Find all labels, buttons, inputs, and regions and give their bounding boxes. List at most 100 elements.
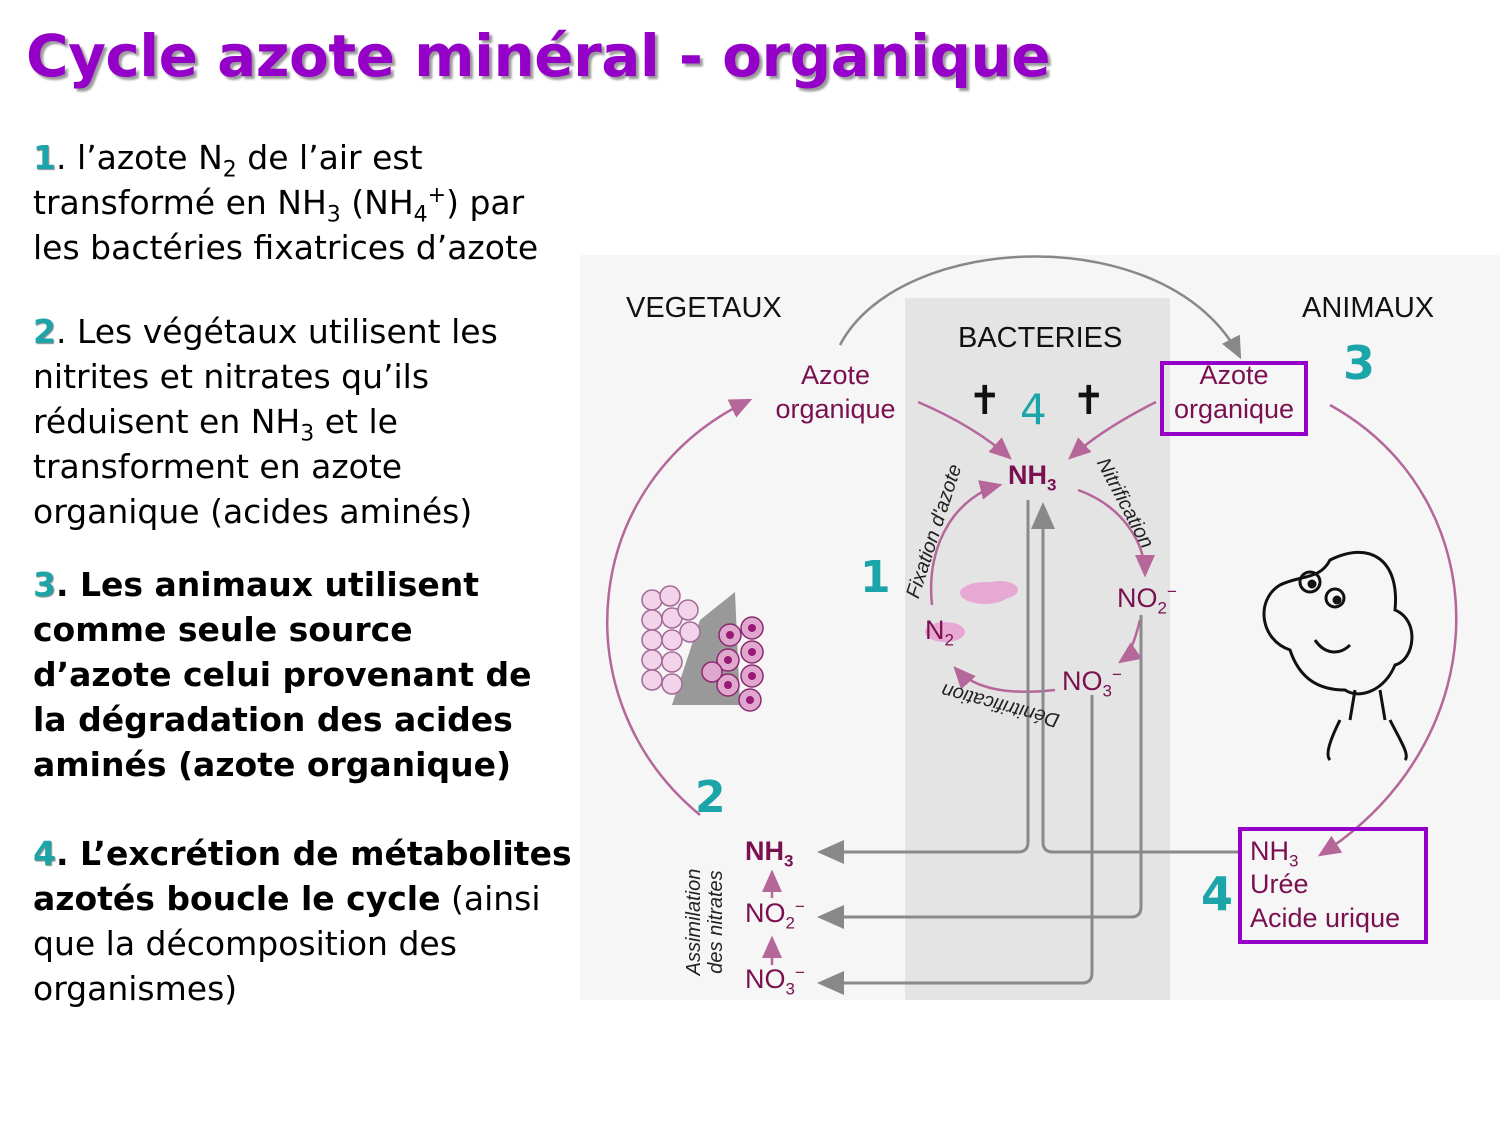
excretion-arc-arrow (1317, 403, 1458, 857)
text-line: aminés (azote organique) (33, 742, 531, 787)
subscript: 2 (222, 157, 237, 183)
text-segment: de l’air est (236, 138, 423, 177)
text-segment: . Les végétaux utilisent les (55, 312, 498, 351)
text-line: transforment en azote (33, 444, 498, 489)
text-segment: (ainsi (440, 879, 541, 918)
text-line: que la décomposition des (33, 921, 572, 966)
item-number: 3 (33, 565, 56, 604)
superscript: + (427, 183, 447, 208)
subscript: 3 (300, 421, 315, 447)
text-segment: les bactéries fixatrices d’azote (33, 228, 539, 267)
formula: NH (745, 836, 784, 866)
animal-nh3-to-bacteria-line (1031, 502, 1238, 854)
label-line: des nitrates (705, 870, 727, 974)
subscript: 2 (1157, 598, 1167, 618)
text-line: organismes) (33, 966, 572, 1011)
subscript: 3 (1102, 681, 1112, 701)
nh3-bacteria: NH3 (1008, 460, 1056, 493)
animal-organic-nitrogen: Azote organique (1163, 358, 1305, 426)
subscript: 3 (326, 202, 341, 228)
bacteria-nh3-to-plants-line (817, 500, 1030, 864)
animal-decomposition-arrow (1068, 400, 1157, 460)
item-number: 2 (33, 312, 56, 351)
bacteria-illustration (925, 581, 1018, 642)
text-line: 4. L’excrétion de métabolites (33, 831, 572, 876)
formula: NH (1008, 460, 1047, 490)
text-line: 1. l’azote N2 de l’air est (33, 135, 538, 183)
marker-2: 2 (695, 772, 726, 823)
nitrification-arrow-2 (1117, 619, 1143, 664)
vegetaux-label: VEGETAUX (626, 292, 782, 324)
text-line: la dégradation des acides (33, 697, 531, 742)
formula: NO (1117, 583, 1158, 613)
text-line: d’azote celui provenant de (33, 652, 531, 697)
text-line: azotés boucle le cycle (ainsi (33, 876, 572, 921)
assimilation-arc-arrow (606, 398, 753, 816)
subscript: 3 (1289, 851, 1299, 871)
cartoon-animal-illustration (1262, 550, 1414, 762)
no2-bacteria: NO2− (1117, 583, 1177, 618)
formula: NO (745, 964, 786, 994)
text-segment: d’azote celui provenant de (33, 655, 532, 694)
text-line: 3. Les animaux utilisent (33, 562, 531, 607)
superscript: − (794, 963, 805, 982)
text-line: comme seule source (33, 607, 531, 652)
n2-label: N2 (925, 615, 954, 650)
subscript: 2 (785, 913, 795, 933)
text-segment: que la décomposition des (33, 924, 457, 963)
text-segment: la dégradation des acides (33, 700, 513, 739)
text-segment: . L’excrétion de métabolites (55, 834, 572, 873)
text-segment: (NH (340, 183, 414, 222)
plant-decomposition-arrow (917, 400, 1012, 460)
fixation-arrow (929, 480, 1003, 606)
death-cross-icon: ✝ (1072, 379, 1106, 423)
label-line: Assimilation (683, 868, 705, 976)
nh3-excretion: NH3 (1250, 836, 1299, 871)
no3-plants: NO3− (745, 963, 805, 997)
marker-4-bottom: 4 (1201, 867, 1234, 921)
slide-title: Cycle azote minéral - organique (26, 22, 1051, 90)
marker-4-top: 4 (1020, 385, 1047, 434)
plant-organic-nitrogen: Azote organique (768, 358, 903, 426)
text-segment: aminés (azote organique) (33, 745, 512, 784)
uree-label: Urée (1250, 869, 1309, 899)
text-segment: réduisent en NH (33, 402, 301, 441)
text-segment: azotés boucle le cycle (33, 879, 441, 918)
subscript: 2 (944, 630, 954, 650)
item-number: 4 (33, 834, 56, 873)
text-segment: ) par (446, 183, 525, 222)
nh3-plants: NH3 (745, 836, 794, 871)
marker-1: 1 (860, 552, 891, 603)
text-line: nitrites et nitrates qu’ils (33, 354, 498, 399)
text-segment: transforment en azote (33, 447, 403, 486)
plant-cells-illustration (641, 585, 764, 712)
no3-to-plants-line (817, 695, 1094, 995)
text-line: transformé en NH3 (NH4+) par (33, 180, 538, 228)
text-segment: transformé en NH (33, 183, 327, 222)
marker-3: 3 (1343, 336, 1376, 390)
label-line: organique (775, 394, 896, 424)
text-line: les bactéries fixatrices d’azote (33, 225, 538, 270)
animal-organic-nitrogen-highlight (1160, 361, 1308, 436)
death-cross-icon: ✝ (968, 379, 1002, 423)
no2-plants: NO2− (745, 898, 805, 933)
label-line: organique (1173, 394, 1295, 424)
formula: NO (1062, 666, 1103, 696)
no3-bacteria: NO3− (1062, 666, 1122, 701)
subscript: 3 (784, 851, 794, 871)
text-segment: . l’azote N (55, 138, 223, 177)
text-line: 2. Les végétaux utilisent les (33, 309, 498, 354)
label-line: Azote (800, 360, 871, 390)
text-segment: comme seule source (33, 610, 413, 649)
text-segment: . Les animaux utilisent (55, 565, 480, 604)
no2-to-plants-line (817, 615, 1143, 929)
subscript: 4 (413, 202, 428, 228)
excretion-highlight (1238, 827, 1428, 944)
formula: N (925, 615, 945, 645)
